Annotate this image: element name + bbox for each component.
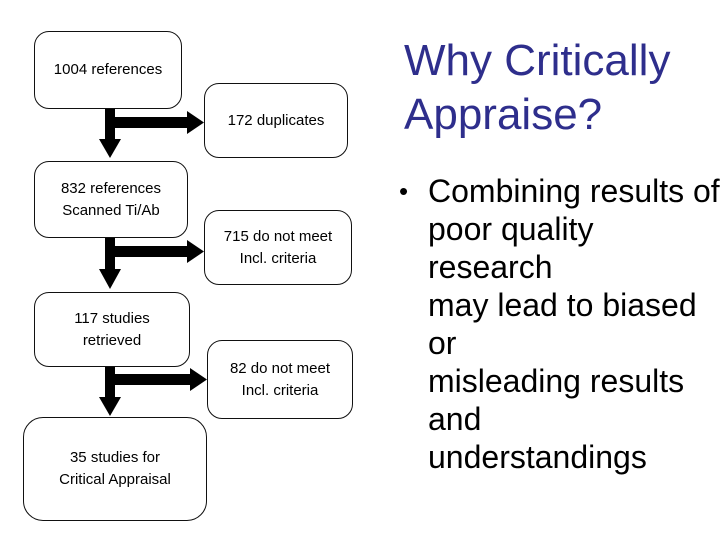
flow-box-line: 82 do not meet <box>229 359 331 377</box>
flow-box-line: 35 studies for <box>69 449 161 466</box>
page-title: Why Critically Appraise? <box>404 36 671 139</box>
flow-arrows <box>99 108 207 416</box>
flow-box-line: 832 references <box>60 179 162 197</box>
bullet-text-line: misleading results and <box>428 363 685 437</box>
arrow-head-right-2 <box>187 240 204 263</box>
flow-box-117-studies: 117 studies retrieved <box>34 292 190 367</box>
arrow-head-right-3 <box>190 368 207 391</box>
flow-box-line: Incl. criteria <box>241 381 319 399</box>
flow-box-715-not-meet: 715 do not meet Incl. criteria <box>204 210 352 285</box>
flow-box-line: 715 do not meet <box>223 227 333 245</box>
flow-box-line: retrieved <box>82 331 142 349</box>
flow-box-82-not-meet: 82 do not meet Incl. criteria <box>207 340 353 419</box>
screening-flowchart: 1004 references 172 duplicates 832 refer… <box>23 31 353 521</box>
flow-box-line: 172 duplicates <box>227 111 325 129</box>
arrow-branch-right-1 <box>105 117 187 128</box>
arrow-branch-right-3 <box>105 374 190 385</box>
flow-box-line: 117 studies <box>74 309 150 327</box>
flow-box-35-studies: 35 studies for Critical Appraisal <box>23 417 207 521</box>
flow-box-line: Incl. criteria <box>239 249 317 267</box>
bullet-item: • Combining results of poor quality rese… <box>399 172 725 476</box>
bullet-text-line: Combining results of <box>428 173 720 209</box>
flow-box-1004-references: 1004 references <box>34 31 182 109</box>
arrow-group-832 <box>99 237 204 289</box>
bullet-marker-icon: • <box>399 176 409 206</box>
bullet-text-line: understandings <box>428 439 647 475</box>
arrow-head-down-2 <box>99 269 121 289</box>
flow-box-832-references: 832 references Scanned Ti/Ab <box>34 161 188 238</box>
arrow-head-down-1 <box>99 139 121 158</box>
flow-box-line: Critical Appraisal <box>59 471 171 488</box>
arrow-group-1004 <box>99 108 204 158</box>
arrow-branch-right-2 <box>105 246 187 257</box>
arrow-head-down-3 <box>99 397 121 416</box>
flow-box-line: Scanned Ti/Ab <box>62 201 160 219</box>
flow-box-line: 1004 references <box>53 61 163 78</box>
bullet-text-line: poor quality research <box>428 211 594 285</box>
bullet-text: Combining results of poor quality resear… <box>428 172 725 476</box>
flow-box-172-duplicates: 172 duplicates <box>204 83 348 158</box>
arrow-group-117 <box>99 366 207 416</box>
arrow-head-right-1 <box>187 111 204 134</box>
bullet-text-line: may lead to biased or <box>428 287 697 361</box>
